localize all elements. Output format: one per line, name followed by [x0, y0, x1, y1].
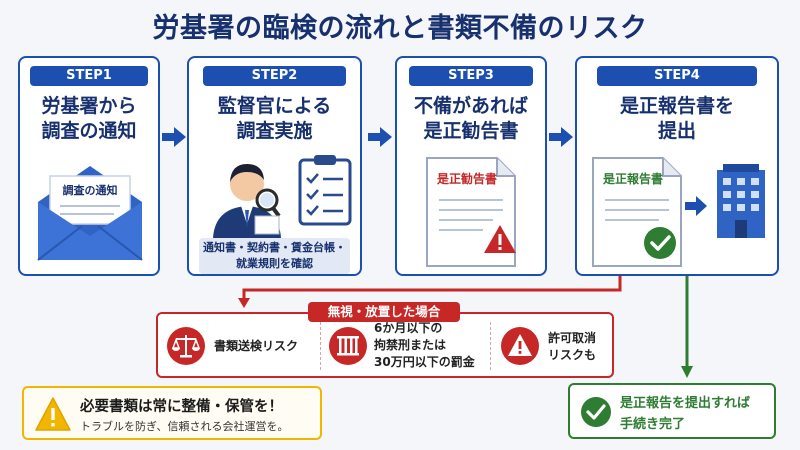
check-circle-icon	[644, 227, 676, 259]
step2-label: STEP2	[203, 66, 346, 86]
arrow-right-icon	[549, 127, 573, 147]
advice-heading: 必要書類は常に整備・保管を！	[80, 399, 283, 415]
risk-item-2-line3: 30万円以下の罰金	[374, 355, 475, 369]
prison-bars-icon	[329, 327, 367, 365]
step3-label: STEP3	[409, 66, 533, 86]
divider	[490, 322, 491, 370]
risk-item-2-line1: 6か月以下の	[374, 321, 443, 335]
completion-line2: 手続き完了	[620, 417, 686, 432]
advice-box: 必要書類は常に整備・保管を！ トラブルを防ぎ、信頼される会社運営を。	[22, 386, 322, 440]
warning-icon	[484, 225, 516, 253]
scales-icon	[167, 327, 205, 365]
risk-item-2-line2: 拘禁刑または	[374, 338, 447, 352]
warning-icon	[35, 397, 71, 431]
step1-title-line2: 調査の通知	[41, 120, 137, 142]
arrow-right-icon	[685, 196, 707, 216]
divider	[320, 322, 321, 370]
risk-connector-arrow	[238, 276, 622, 308]
step4-label: STEP4	[597, 66, 757, 86]
step3-doc-label: 是正勧告書	[436, 172, 497, 186]
step1-card: STEP1 労基署から 調査の通知 調査の通知	[18, 56, 160, 276]
step1-label: STEP1	[30, 66, 148, 86]
risk-item-3: 許可取消 リスクも	[548, 330, 612, 364]
step2-note: 通知書・契約書・賃金台帳・ 就業規則を確認	[199, 238, 350, 274]
step4-doc-label: 是正報告書	[602, 172, 663, 186]
office-building-icon	[717, 164, 765, 238]
warning-icon	[501, 327, 539, 365]
arrow-right-icon	[368, 127, 392, 147]
step2-note-line1: 通知書・契約書・賃金台帳・	[203, 241, 346, 254]
clipboard-checklist-icon	[298, 155, 352, 226]
step4-card: STEP4 是正報告書を 提出 是正報告書	[575, 56, 779, 276]
risk-box: 無視・放置した場合 書類送検リスク 6か月以下の 拘禁刑または 30万円以下の罰…	[156, 302, 614, 378]
step3-title-line2: 是正勧告書	[423, 120, 519, 142]
step1-doc-label: 調査の通知	[62, 184, 118, 197]
step4-title-line2: 提出	[657, 120, 696, 142]
advice-sub: トラブルを防ぎ、信頼される会社運営を。	[80, 420, 289, 433]
page-title: 労基署の臨検の流れと書類不備のリスク	[152, 13, 648, 44]
step1-title-line1: 労基署から	[41, 95, 137, 117]
risk-tag: 無視・放置した場合	[308, 302, 460, 322]
risk-item-2: 6か月以下の 拘禁刑または 30万円以下の罰金	[374, 320, 490, 371]
step4-title-line1: 是正報告書を	[619, 95, 734, 117]
inspector-icon	[213, 164, 281, 238]
risk-item-3-line1: 許可取消	[548, 331, 597, 345]
envelope-icon	[37, 166, 143, 261]
step2-title-line1: 監督官による	[217, 95, 332, 117]
step2-card: STEP2 監督官による 調査実施 通知書・契約書・賃金台帳・ 就業規則を確認	[187, 56, 362, 276]
step2-title-line2: 調査実施	[236, 120, 313, 142]
risk-item-1: 書類送検リスク	[214, 339, 299, 353]
check-circle-icon	[581, 397, 611, 427]
arrow-right-icon	[162, 127, 186, 147]
completion-box: 是正報告を提出すれば 手続き完了	[568, 383, 776, 439]
step2-note-line2: 就業規則を確認	[236, 257, 313, 270]
step3-card: STEP3 不備があれば 是正勧告書 是正勧告書	[395, 56, 547, 276]
step3-title-line1: 不備があれば	[413, 95, 528, 117]
completion-connector-arrow	[681, 276, 693, 378]
risk-item-3-line2: リスクも	[548, 348, 597, 362]
completion-line1: 是正報告を提出すれば	[620, 396, 751, 411]
